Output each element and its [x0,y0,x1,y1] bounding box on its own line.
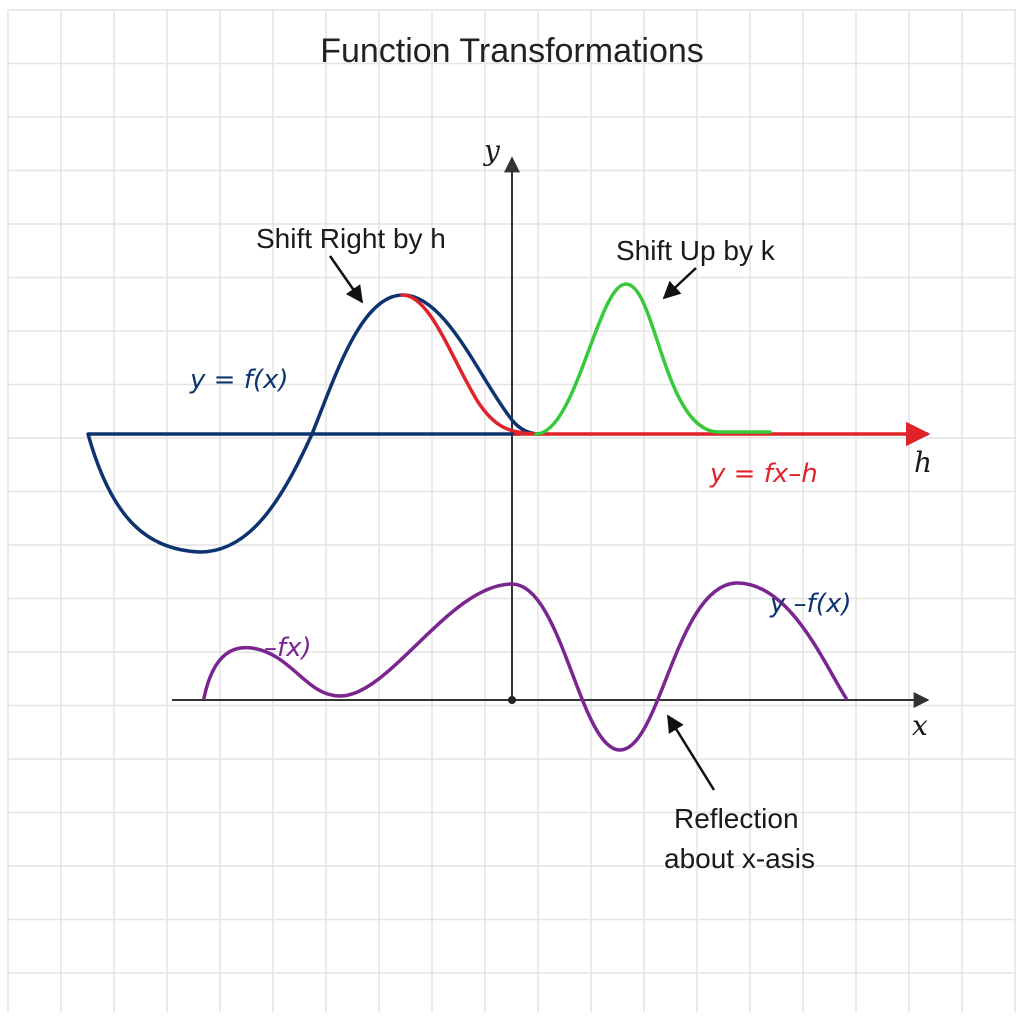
reflection-annotation-line2: about x-asis [664,843,815,874]
reflection-arrow [666,714,716,791]
diagram-title: Function Transformations [320,32,704,70]
shifted-right-curve-label: y = fx–h [709,459,818,489]
reflected-curve [202,581,848,752]
reflected-right-label: y –f(x) [769,589,851,619]
reflection-annotation-line1: Reflection [674,803,799,834]
original-curve-label: y = f(x) [189,365,289,395]
shifted-right-curve [400,293,542,436]
shift-right-annotation: Shift Right by h [256,223,446,254]
x-axis-label: x [912,709,928,742]
reflected-left-label: –fx) [264,633,312,663]
y-axis-label: y [482,134,501,167]
origin-dot [508,696,516,704]
shifted-up-curve [534,282,772,436]
h-axis-label: h [914,446,932,479]
original-curve [86,293,542,554]
shift-right-arrow [328,255,364,304]
shift-up-arrow [662,267,697,300]
shift-up-annotation: Shift Up by k [616,235,776,266]
